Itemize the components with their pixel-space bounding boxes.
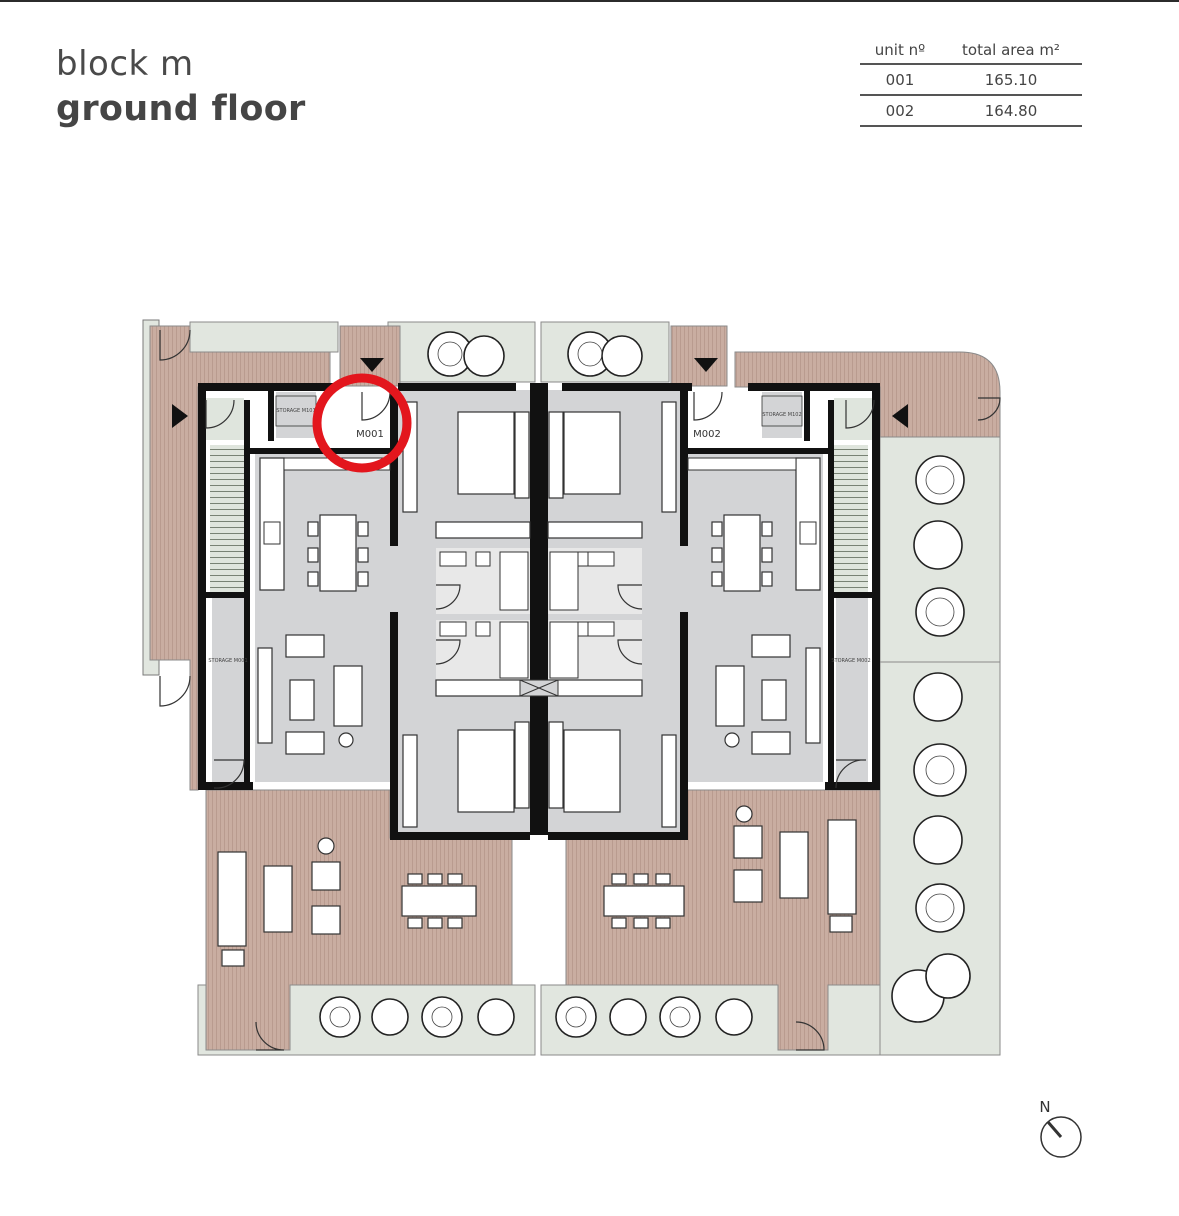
kitchen-counters (259, 457, 821, 591)
living-areas (257, 634, 821, 755)
floor-title: ground floor (56, 89, 306, 129)
storage-label: STORAGE M101 (276, 408, 315, 414)
unit-number: 001 (885, 70, 915, 89)
bathrooms (439, 551, 615, 697)
storage-rooms: STORAGE M101 STORAGE M102 STORAGE M001 S… (208, 395, 871, 664)
storage-label: STORAGE M001 (208, 658, 247, 664)
unit-label-m002: M002 (693, 429, 721, 440)
top-rule (0, 0, 1179, 2)
block-title: block m (56, 44, 194, 84)
unit-number: 002 (885, 101, 915, 120)
title-block: block m ground floor (56, 42, 306, 132)
table-row: 001 165.10 (860, 65, 1082, 96)
unit-label-m001: M001 (356, 429, 384, 440)
unit-column-header: unit nº (874, 40, 926, 59)
table-row: 002 164.80 (860, 96, 1082, 127)
unit-area: 164.80 (984, 101, 1038, 120)
trees (319, 331, 971, 1038)
north-arrow: N (1039, 1098, 1082, 1158)
tree-texture (329, 341, 955, 1028)
storage-label: STORAGE M002 (831, 658, 870, 664)
storage-label: STORAGE M102 (762, 412, 801, 418)
terrace-furniture (217, 805, 857, 967)
north-label: N (1039, 1098, 1050, 1116)
interior-dining (307, 514, 773, 592)
area-column-header: total area m² (962, 40, 1060, 59)
unit-area: 165.10 (984, 70, 1038, 89)
door-swings (159, 329, 1001, 1051)
highlight-circle (312, 373, 412, 473)
area-table-header: unit nº total area m² (860, 36, 1082, 65)
entrance-arrows (172, 358, 908, 428)
area-table: unit nº total area m² 001 165.10 002 164… (860, 36, 1082, 127)
